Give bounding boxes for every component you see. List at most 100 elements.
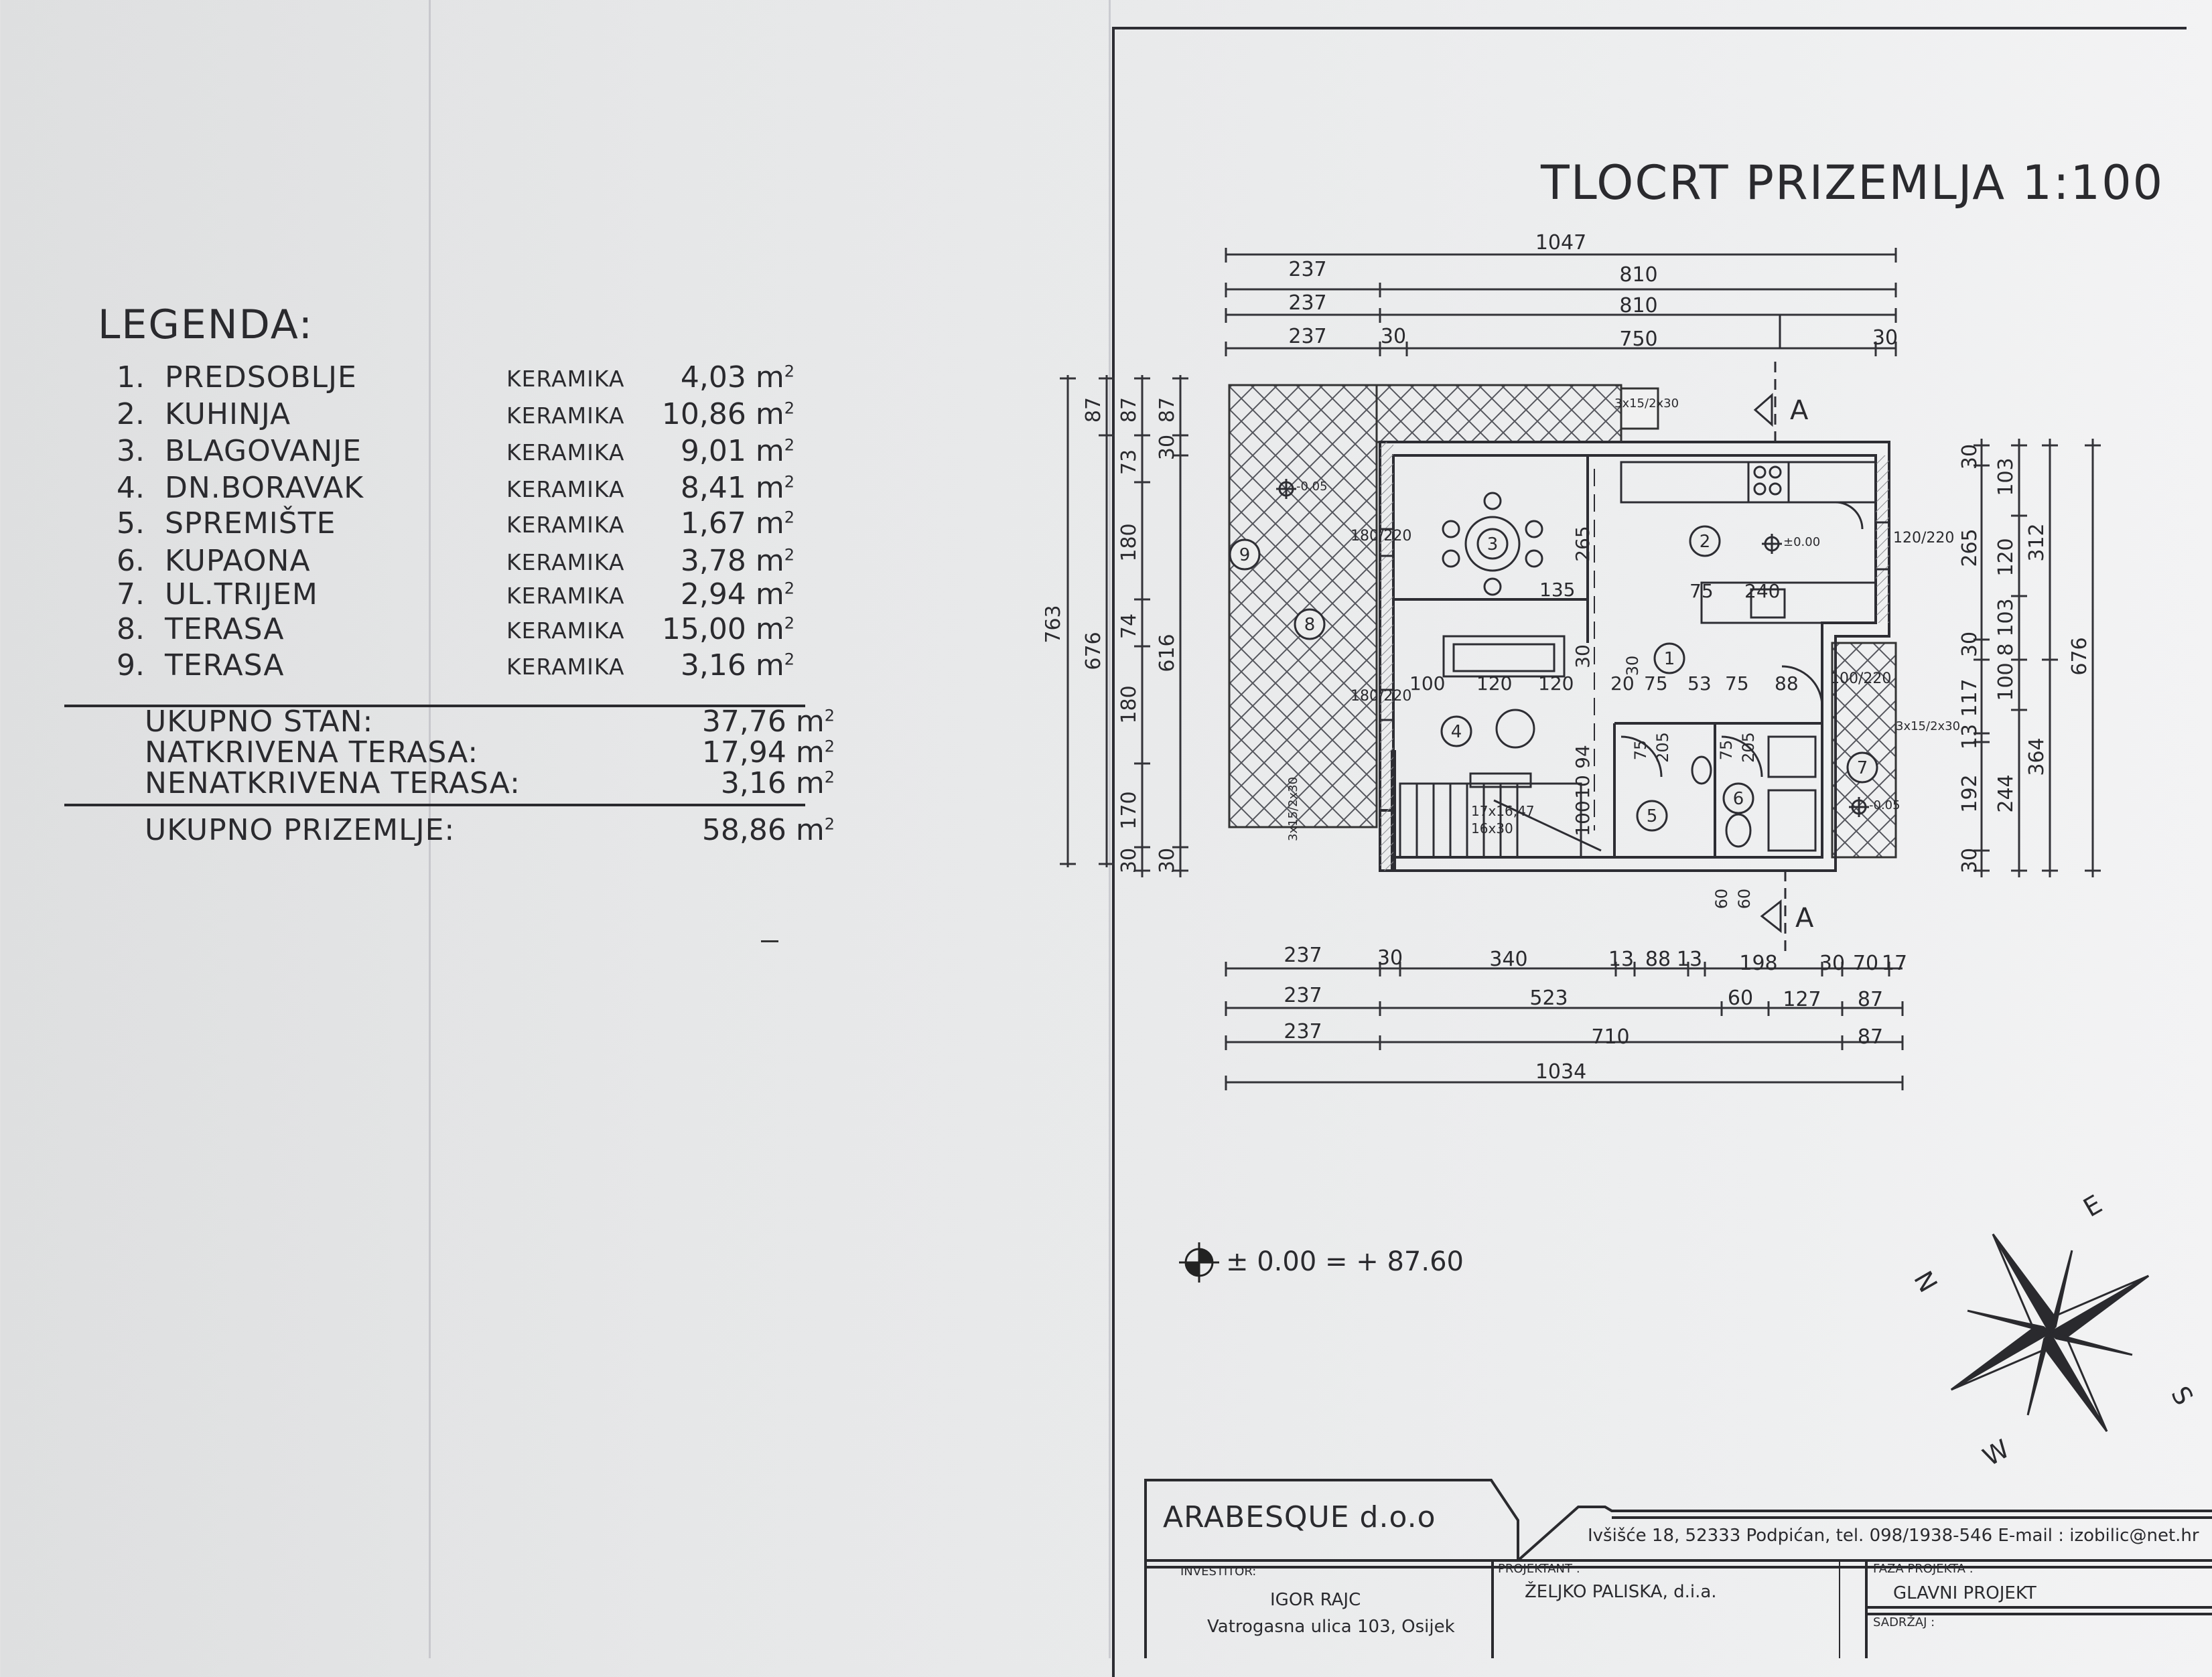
legend-row: 1. PREDSOBLJE KERAMIKA 4,03 m2 [91, 360, 815, 398]
investor-address: Vatrogasna ulica 103, Osijek [1207, 1617, 1455, 1637]
kitchen [1620, 461, 1877, 624]
legend-divider [64, 804, 805, 806]
legend-grand-total-row: UKUPNO PRIZEMLJE: 58,86 m2 [145, 813, 835, 848]
dim-text: 312 [2025, 523, 2049, 561]
legend-row-material: KERAMIKA [506, 366, 625, 392]
room-number-texts: 1 2 3 4 5 6 7 8 9 [1239, 532, 1868, 826]
legend-row-number: 1. [117, 360, 145, 394]
legend-row-name: KUHINJA [165, 397, 291, 431]
company-name: ARABESQUE d.o.o [1163, 1500, 1436, 1534]
phase-label: FAZA PROJEKTA : [1873, 1562, 1974, 1576]
plan-title: TLOCRT PRIZEMLJA 1:100 [1541, 155, 2164, 210]
legend-row-area: 15,00 m2 [661, 612, 794, 646]
dim-text: 8 [1994, 643, 2018, 656]
compass-rose-icon: N E S W [1908, 1192, 2199, 1472]
section-marker-bottom [1760, 871, 1787, 951]
legend-row-area: 10,86 m2 [661, 397, 794, 431]
interior-dim: 30 [1572, 644, 1594, 668]
dim-text: 237 [1284, 944, 1322, 967]
legend-row-number: 6. [117, 544, 145, 578]
room-number: 1 [1664, 649, 1675, 669]
paper-fold-center [1109, 0, 1111, 1658]
interior-dim: 75 [1725, 672, 1749, 695]
dim-text: 810 [1619, 263, 1657, 287]
room-number: 2 [1700, 532, 1711, 552]
content-label: SADRŽAJ : [1873, 1615, 1935, 1629]
legend-total-label: NENATKRIVENA TERASA: [145, 766, 521, 800]
dim-text: 127 [1783, 988, 1821, 1011]
dimension-lines [1066, 253, 2094, 1084]
legend-row-material: KERAMIKA [506, 549, 625, 575]
dim-text: 237 [1288, 291, 1326, 315]
interior-dim: 60 [1712, 889, 1731, 909]
section-label-bottom: A [1795, 903, 1814, 934]
interior-dim: 75 [1689, 580, 1714, 602]
interior-dim: 10 [1572, 775, 1594, 799]
legend-row-area: 8,41 m2 [680, 471, 794, 505]
legend-row-material: KERAMIKA [506, 403, 625, 429]
dim-text: 763 [1045, 605, 1065, 643]
level-text: -0.05 [1869, 798, 1900, 812]
paper-fold-left [429, 0, 431, 1658]
interior-dim: 205 [1653, 732, 1672, 763]
legend-row-name: SPREMIŠTE [165, 506, 336, 540]
legend-total-row: NENATKRIVENA TERASA: 3,16 m2 [145, 766, 835, 801]
room-number-circles [1229, 525, 1878, 832]
legend-row-number: 8. [117, 612, 145, 646]
windows [1380, 521, 1889, 721]
vent-label: 3x15/2x30 [1614, 396, 1679, 411]
legend-total-label: NATKRIVENA TERASA: [145, 735, 479, 770]
legend-row-number: 3. [117, 434, 145, 468]
dim-text: 523 [1529, 987, 1568, 1010]
investor-name: IGOR RAJC [1270, 1590, 1361, 1610]
stair-label-line: 16x30 [1471, 820, 1513, 836]
legend-row-number: 7. [117, 577, 145, 611]
dim-text: 237 [1284, 1020, 1322, 1043]
dim-text: 750 [1619, 327, 1657, 351]
legend-row-material: KERAMIKA [506, 476, 625, 502]
legend-row-number: 5. [117, 506, 145, 540]
terrace-hatch-top [1375, 384, 1622, 443]
terrace-8-hatch [1228, 384, 1378, 828]
legend-total-value: 3,16 m2 [720, 766, 835, 800]
dim-text: 103 [1994, 457, 2018, 496]
legend-row-name: PREDSOBLJE [165, 360, 357, 394]
dim-text: 100 [1994, 662, 2018, 701]
room-number: 3 [1487, 534, 1499, 555]
interior-dim: 265 [1572, 526, 1594, 561]
legend-row-material: KERAMIKA [506, 617, 625, 644]
dimension-ticks [1060, 248, 2101, 1090]
dim-text: 244 [1994, 774, 2018, 812]
legend-row-number: 9. [117, 648, 145, 682]
section-marker-top [1753, 362, 1777, 442]
compass-s: S [2165, 1382, 2199, 1410]
stair-label: 17x16,47 16x30 [1471, 803, 1535, 836]
legend-row-name: TERASA [165, 648, 285, 682]
dim-text: 192 [1958, 774, 1982, 812]
dim-text: 237 [1288, 258, 1326, 281]
interior-dim: 240 [1744, 580, 1780, 602]
designer-name: ŽELJKO PALISKA, d.i.a. [1525, 1582, 1717, 1602]
dim-text: 710 [1591, 1025, 1629, 1049]
vent-label: 3x15/2x30 [1286, 777, 1300, 841]
legend-row: 9. TERASA KERAMIKA 3,16 m2 [91, 648, 815, 686]
legend-total-value: 37,76 m2 [701, 705, 835, 739]
dim-text: 17 [1882, 952, 1907, 975]
window-label: 180/220 [1351, 528, 1411, 544]
legend-divider [64, 705, 805, 707]
interior-dim: 205 [1739, 732, 1758, 763]
legend-grand-total-label: UKUPNO PRIZEMLJE: [145, 813, 456, 847]
terrace-9-hatch [1831, 642, 1897, 859]
bathroom [1620, 665, 1823, 852]
dim-text: 87 [1117, 397, 1141, 423]
vent-label: 3x15/2x30 [1896, 719, 1960, 733]
designer-label: PROJEKTANT : [1498, 1562, 1580, 1576]
legend-row: 7. UL.TRIJEM KERAMIKA 2,94 m2 [91, 577, 815, 615]
legend-row: 8. TERASA KERAMIKA 15,00 m2 [91, 612, 815, 650]
legend-total-row: UKUPNO STAN: 37,76 m2 [145, 705, 835, 739]
dim-text: 13 [1608, 948, 1634, 971]
dim-text: 30 [1819, 952, 1845, 975]
dim-text: 87 [1156, 397, 1179, 423]
legend-title: LEGENDA: [98, 301, 314, 348]
sheet-border [1112, 27, 2187, 1677]
